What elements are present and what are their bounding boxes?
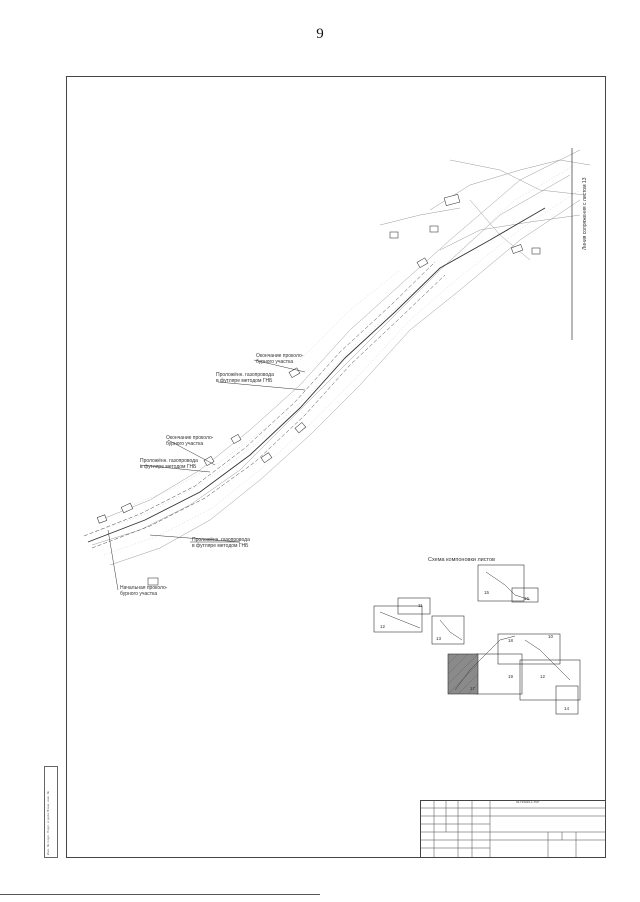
gas-pipeline-axis [87,207,546,543]
sheet-number: 16 [524,596,530,601]
junction-line-label: Линия сопряжения с листом 13 [582,177,588,250]
sheet-number: 15 [484,590,490,595]
page-number: 9 [316,26,324,42]
pipeline-offset-lines [83,261,446,549]
end-crossing-label-2: Окончание проколо-бурного участка [166,435,214,447]
sheet-number: 19 [508,674,514,679]
sheet-number: 18 [508,638,514,643]
sheet-number: 13 [436,636,442,641]
sheet-number: 14 [564,706,570,711]
scheme-hatch [447,653,479,695]
sheet-number: 12 [380,624,386,629]
title-block-code: 02-П/2020-1-ТКР [516,800,540,804]
drawing-frame [66,76,606,858]
end-crossing-label-1: Окончание проколо-бурного участка [256,353,304,365]
title-block [420,800,606,858]
start-crossing-label: Начальная проколо-бурного участка [120,585,168,597]
scheme-title: Схема компоновки листов [428,557,495,563]
sheet-number: 12 [540,674,546,679]
bottom-rule [0,894,320,895]
title-block-lines [420,800,606,858]
sheet-number: 10 [548,634,554,639]
sheet-layout-scheme [373,564,581,715]
buildings [96,193,541,586]
terrain-hatching [91,149,591,566]
survey-dots [95,164,581,556]
leader-lines [107,359,306,591]
sheet-number: 17 [470,686,476,691]
sheet-number: 11 [418,603,423,608]
side-stamp: Инв. № подл. Подп. и дата Взам. инв. № [44,766,58,858]
